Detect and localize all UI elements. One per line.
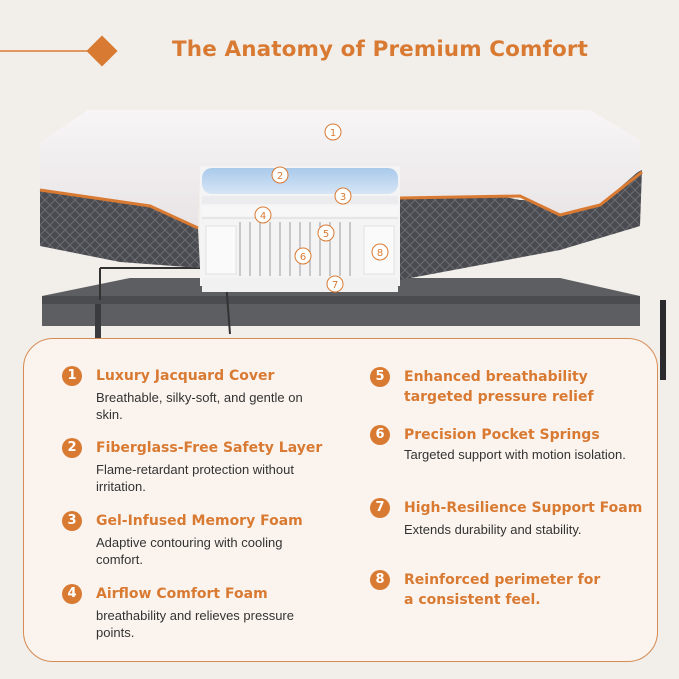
feature-2-number: 2 bbox=[62, 438, 82, 458]
feature-2-desc: Flame-retardant protection without irrit… bbox=[96, 462, 294, 494]
callout-3-label: 3 bbox=[340, 192, 346, 203]
callout-2: 2 bbox=[271, 166, 289, 184]
callout-5-label: 5 bbox=[323, 229, 329, 240]
feature-5-number: 5 bbox=[370, 367, 390, 387]
bed-leg-right bbox=[660, 300, 666, 380]
page-title: The Anatomy of Premium Comfort bbox=[172, 37, 588, 62]
feature-6-title: Precision Pocket Springs bbox=[404, 427, 600, 443]
feature-1-title: Luxury Jacquard Cover bbox=[96, 368, 275, 384]
callout-4-label: 4 bbox=[260, 211, 266, 222]
feature-8-title: Reinforced perimeter for a consistent fe… bbox=[404, 572, 601, 608]
feature-6-number: 6 bbox=[370, 425, 390, 445]
feature-7-title: High-Resilience Support Foam bbox=[404, 500, 643, 516]
callout-2-label: 2 bbox=[277, 171, 283, 182]
perimeter-block-left bbox=[205, 225, 237, 275]
feature-3-number: 3 bbox=[62, 511, 82, 531]
callout-6-label: 6 bbox=[300, 252, 306, 263]
feature-8-number: 8 bbox=[370, 570, 390, 590]
comfort-layer bbox=[202, 206, 398, 216]
callout-5: 5 bbox=[317, 224, 335, 242]
callout-4: 4 bbox=[254, 206, 272, 224]
callout-7: 7 bbox=[326, 275, 344, 293]
feature-5-title: Enhanced breathability targeted pressure… bbox=[404, 369, 594, 405]
bed-leg-left bbox=[95, 304, 101, 344]
bed-base-edge bbox=[42, 296, 640, 304]
mattress-illustration: 1 2 3 4 5 6 7 8 bbox=[0, 95, 679, 385]
callout-3: 3 bbox=[334, 187, 352, 205]
feature-3-desc: Adaptive contouring with cooling comfort… bbox=[96, 535, 283, 567]
feature-6-desc: Targeted support with motion isolation. bbox=[404, 447, 626, 462]
gel-foam-layer bbox=[202, 168, 398, 194]
mattress-side-left bbox=[40, 188, 200, 268]
piping-right bbox=[399, 170, 643, 217]
feature-2-title: Fiberglass-Free Safety Layer bbox=[96, 440, 323, 456]
feature-4-number: 4 bbox=[62, 584, 82, 604]
feature-1-desc: Breathable, silky-soft, and gentle on sk… bbox=[96, 390, 303, 422]
header: The Anatomy of Premium Comfort bbox=[0, 0, 679, 110]
feature-7-number: 7 bbox=[370, 498, 390, 518]
callout-8: 8 bbox=[371, 243, 389, 261]
piping-left bbox=[39, 188, 199, 230]
header-decoration bbox=[0, 35, 118, 67]
airflow-foam-layer bbox=[202, 196, 398, 204]
support-foam-layer bbox=[202, 278, 398, 292]
feature-4-title: Airflow Comfort Foam bbox=[96, 586, 268, 602]
feature-7-desc: Extends durability and stability. bbox=[404, 522, 582, 537]
callout-6: 6 bbox=[294, 247, 312, 265]
diamond-icon bbox=[86, 35, 118, 67]
callout-1: 1 bbox=[324, 123, 342, 141]
callout-8-label: 8 bbox=[377, 248, 383, 259]
feature-1-number: 1 bbox=[62, 366, 82, 386]
callout-7-label: 7 bbox=[332, 280, 338, 291]
features-card: 1 Luxury Jacquard Cover Breathable, silk… bbox=[23, 338, 658, 662]
feature-4-desc: breathability and relieves pressure poin… bbox=[96, 608, 294, 640]
feature-3-title: Gel-Infused Memory Foam bbox=[96, 513, 303, 529]
callout-1-label: 1 bbox=[330, 128, 336, 139]
mattress-diagram: 1 2 3 4 5 6 7 8 bbox=[39, 110, 666, 380]
